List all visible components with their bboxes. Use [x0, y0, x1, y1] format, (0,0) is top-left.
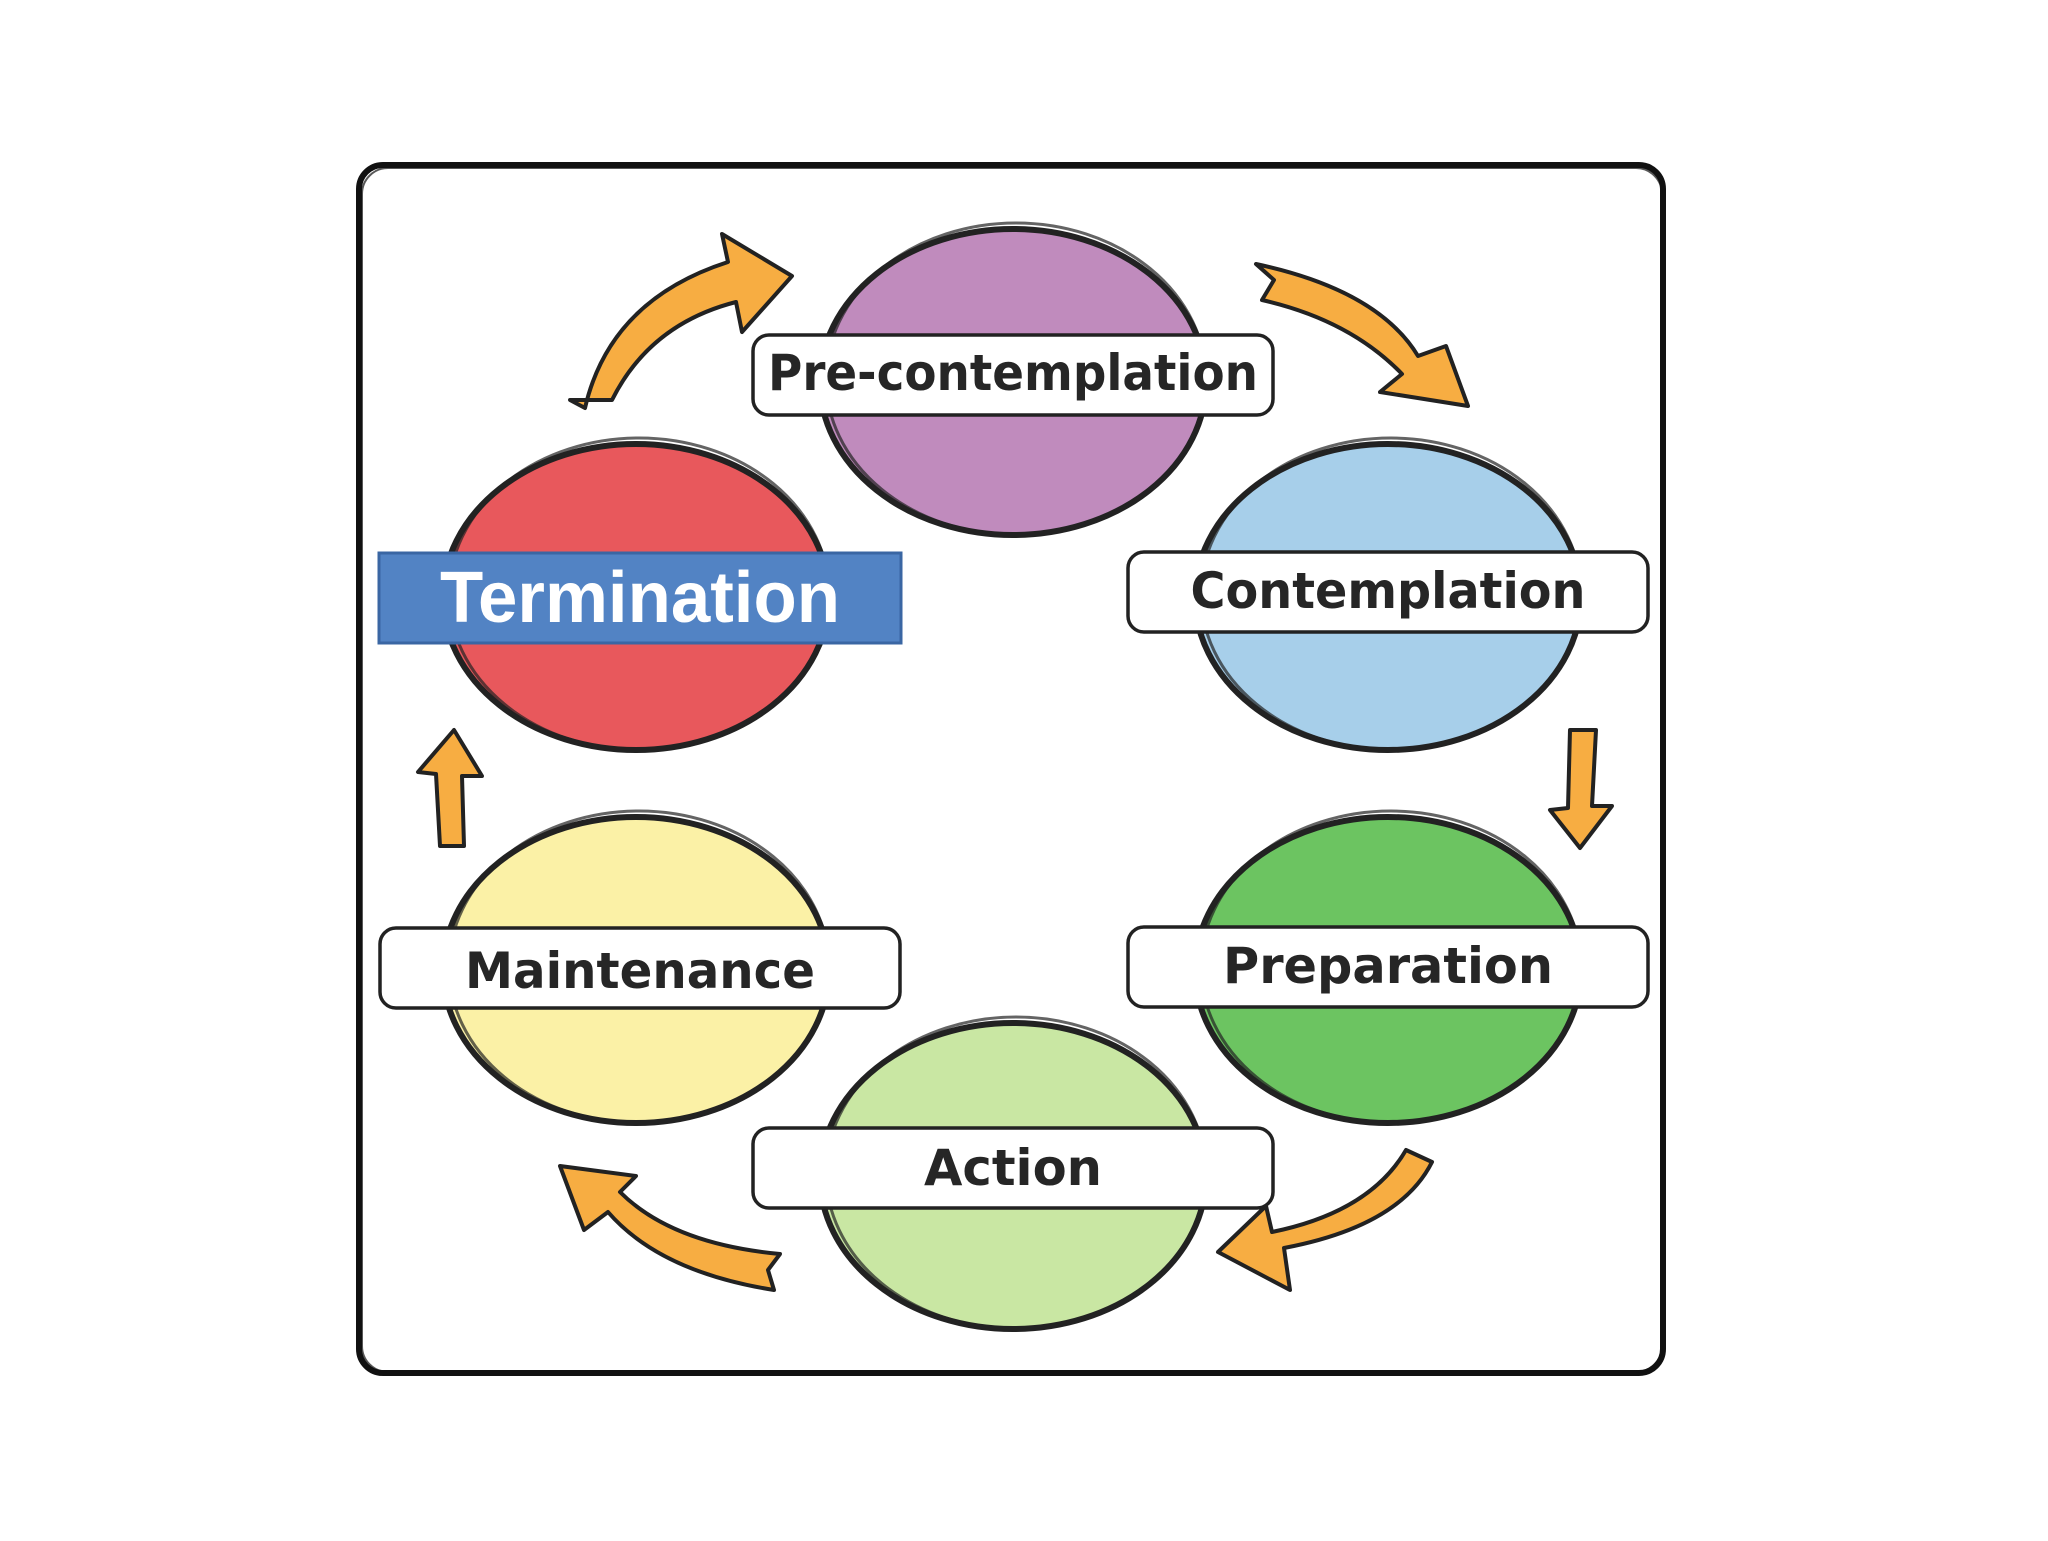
curved-arrow-icon [1548, 728, 1614, 850]
arrow-action-to-maintenance [558, 1164, 782, 1292]
curved-arrow-icon [558, 1164, 782, 1292]
curved-arrow-icon [568, 232, 794, 410]
stage-maintenance-label: Maintenance [465, 942, 815, 1000]
stage-termination-label: Termination [440, 558, 840, 638]
stage-action: Action [751, 1015, 1275, 1332]
arrow-precontemplation-to-contemplation [1254, 262, 1470, 408]
stage-precontemplation: Pre-contemplation [751, 221, 1275, 538]
stage-action-label-box [751, 1126, 1275, 1210]
stage-precontemplation-label: Pre-contemplation [768, 344, 1258, 402]
arrow-preparation-to-action [1216, 1148, 1434, 1292]
stage-preparation: Preparation [1126, 809, 1650, 1126]
arrow-contemplation-to-preparation [1548, 728, 1614, 850]
stage-contemplation-label: Contemplation [1191, 562, 1586, 620]
stage-preparation-label-box [1126, 925, 1650, 1009]
stage-preparation-label: Preparation [1223, 937, 1553, 995]
stage-contemplation-label-box [1126, 550, 1650, 634]
arrow-maintenance-to-termination [416, 728, 484, 848]
stage-termination-label-box [377, 551, 903, 645]
stage-precontemplation-label-box [751, 333, 1275, 417]
arrow-termination-to-precontemplation [568, 232, 794, 410]
stage-maintenance: Maintenance [378, 809, 902, 1126]
curved-arrow-icon [1254, 262, 1470, 408]
stage-termination: Termination [377, 436, 903, 753]
curved-arrow-icon [1216, 1148, 1434, 1292]
curved-arrow-icon [416, 728, 484, 848]
stage-action-label: Action [924, 1139, 1102, 1197]
stage-maintenance-label-box [378, 926, 902, 1010]
stage-contemplation: Contemplation [1126, 436, 1650, 753]
